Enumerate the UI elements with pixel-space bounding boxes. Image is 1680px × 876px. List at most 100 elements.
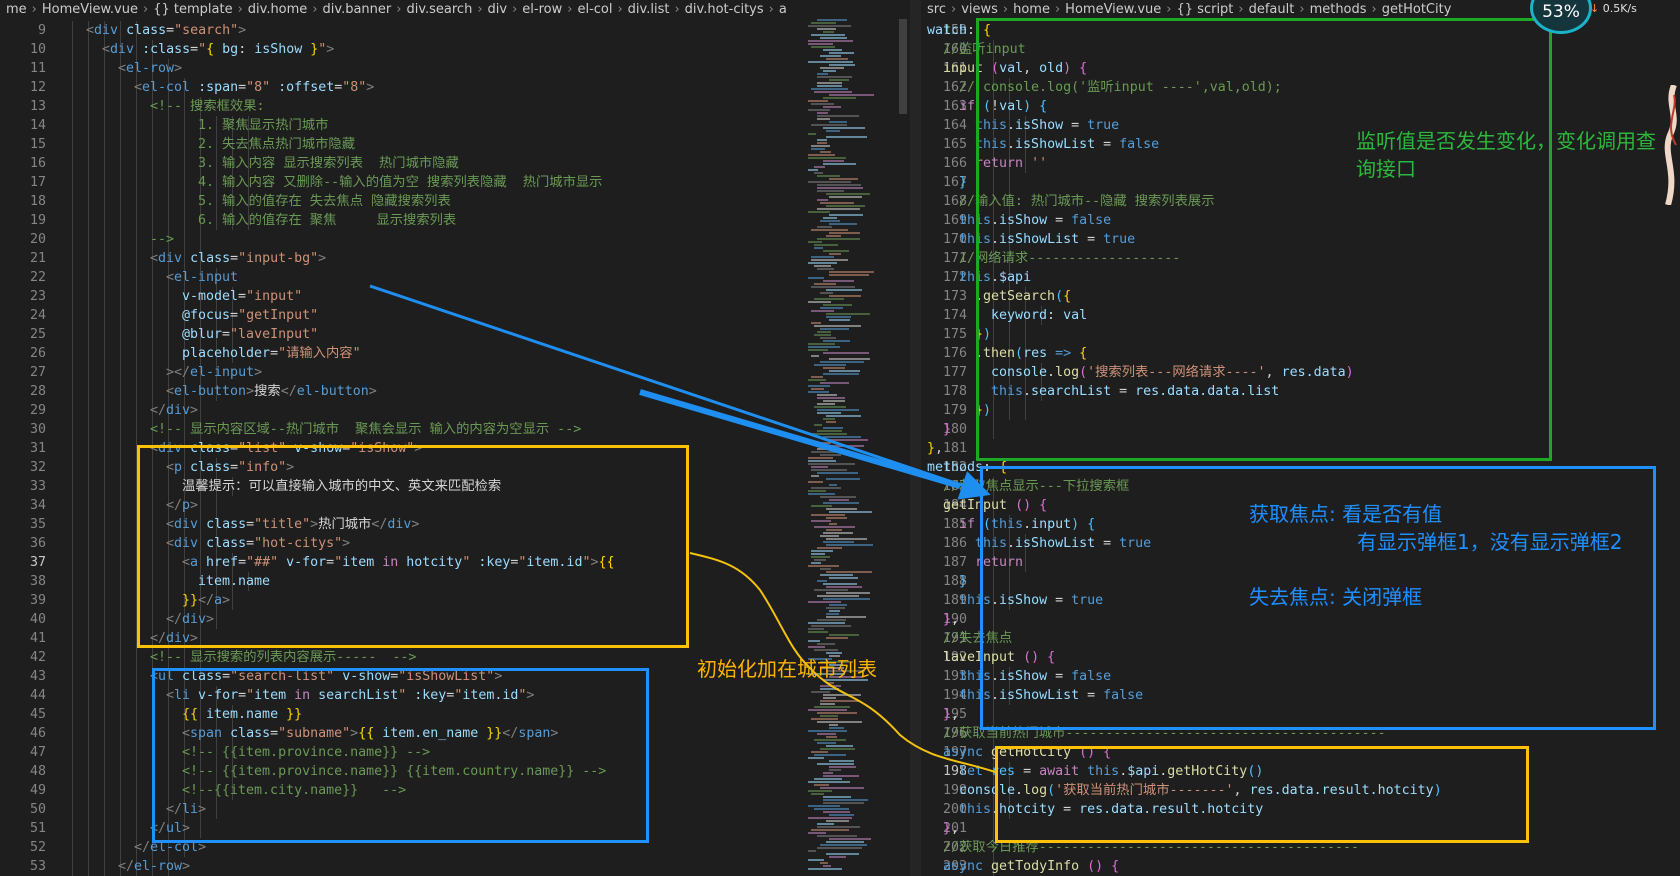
code-line[interactable]: 13<!-- 搜索框效果: <box>0 97 910 116</box>
breadcrumb-item[interactable]: {} template <box>153 2 233 17</box>
code-line[interactable]: 29</div> <box>0 401 910 420</box>
minimap-line <box>820 151 831 153</box>
breadcrumb-item[interactable]: div.search <box>406 2 473 17</box>
breadcrumb-item[interactable]: a <box>778 2 787 17</box>
right-editor-pane[interactable]: src›views›home›HomeView.vue›{} script›de… <box>921 0 1680 876</box>
breadcrumb-item[interactable]: HomeView.vue <box>41 2 138 17</box>
code-line[interactable]: 36<div class="hot-citys"> <box>0 534 910 553</box>
code-line[interactable]: 47<!-- {{item.province.name}} --> <box>0 743 910 762</box>
code-line[interactable]: 43<ul class="search-list" v-show="isShow… <box>0 667 910 686</box>
code-line[interactable]: 167} <box>921 173 1680 192</box>
breadcrumb-item[interactable]: div.banner <box>322 2 392 17</box>
minimap-line <box>820 292 833 294</box>
breadcrumb-item[interactable]: {} script <box>1176 2 1234 17</box>
code-line[interactable]: 162// console.log('监听input ----',val,old… <box>921 78 1680 97</box>
breadcrumb-item[interactable]: div.list <box>627 2 670 17</box>
minimap-line <box>823 694 861 696</box>
code-line[interactable]: 11<el-row> <box>0 59 910 78</box>
indent-guide <box>104 838 105 857</box>
code-line[interactable]: 37<a href="##" v-for="item in hotcity" :… <box>0 553 910 572</box>
breadcrumb-item[interactable]: views <box>961 2 998 17</box>
breadcrumb-item[interactable]: src <box>927 2 946 17</box>
code-line[interactable]: 39}}</a> <box>0 591 910 610</box>
breadcrumb-item[interactable]: HomeView.vue <box>1065 2 1162 17</box>
code-line[interactable]: 42<!-- 显示搜索的列表内容展示----- --> <box>0 648 910 667</box>
code-line[interactable]: 52</el-col> <box>0 838 910 857</box>
code-line[interactable]: 9<div class="search"> <box>0 21 910 40</box>
code-line[interactable]: 48<!-- {{item.province.name}} {{item.cou… <box>0 762 910 781</box>
code-line[interactable]: 27></el-input> <box>0 363 910 382</box>
code-line[interactable]: 21<div class="input-bg"> <box>0 249 910 268</box>
code-line[interactable]: 49<!--{{item.city.name}} --> <box>0 781 910 800</box>
code-line[interactable]: 202//获取今日推荐-----------------------------… <box>921 838 1680 857</box>
code-line[interactable]: 10<div :class="{ bg: isShow }"> <box>0 40 910 59</box>
indent-guide <box>104 135 105 154</box>
code-line[interactable]: 46<span class="subname">{{ item.en_name … <box>0 724 910 743</box>
code-line[interactable]: 53</el-row> <box>0 857 910 876</box>
code-line[interactable]: 22<el-input <box>0 268 910 287</box>
left-minimap[interactable] <box>808 19 898 876</box>
code-line[interactable]: 12<el-col :span="8" :offset="8"> <box>0 78 910 97</box>
editor-split-divider[interactable] <box>910 0 921 876</box>
code-line[interactable]: 34</p> <box>0 496 910 515</box>
indent-guide <box>72 762 73 781</box>
code-line[interactable]: 40</div> <box>0 610 910 629</box>
code-line[interactable]: 160//监听input <box>921 40 1680 59</box>
breadcrumb-item[interactable]: default <box>1248 2 1295 17</box>
breadcrumb-item[interactable]: el-row <box>522 2 563 17</box>
code-line[interactable]: 168//输入值: 热门城市--隐藏 搜索列表展示 <box>921 192 1680 211</box>
breadcrumb-item[interactable]: methods <box>1309 2 1367 17</box>
left-scrollbar[interactable] <box>898 19 908 876</box>
left-scrollbar-thumb[interactable] <box>899 19 907 114</box>
code-line[interactable]: 25@blur="laveInput" <box>0 325 910 344</box>
breadcrumb-item[interactable]: el-col <box>577 2 613 17</box>
breadcrumb-item[interactable]: div.hot-citys <box>684 2 764 17</box>
breadcrumb-item[interactable]: div.home <box>247 2 308 17</box>
code-line[interactable]: 20--> <box>0 230 910 249</box>
code-line[interactable]: 28<el-button>搜索</el-button> <box>0 382 910 401</box>
code-line[interactable]: 171//网络请求------------------- <box>921 249 1680 268</box>
breadcrumb-item[interactable]: home <box>1013 2 1050 17</box>
code-line[interactable]: 24@focus="getInput" <box>0 306 910 325</box>
breadcrumb-item[interactable]: getHotCity <box>1381 2 1452 17</box>
code-token: < <box>166 460 175 475</box>
code-line[interactable]: 41</div> <box>0 629 910 648</box>
breadcrumb-item[interactable]: div <box>487 2 508 17</box>
code-line[interactable]: 44<li v-for="item in searchList" :key="i… <box>0 686 910 705</box>
indent-guide <box>120 629 121 648</box>
code-line[interactable]: 51</ul> <box>0 819 910 838</box>
code-line[interactable]: 32<p class="info"> <box>0 458 910 477</box>
code-line[interactable]: 35<div class="title">热门城市</div> <box>0 515 910 534</box>
minimap-line <box>826 58 848 60</box>
code-line[interactable]: 201}, <box>921 819 1680 838</box>
breadcrumb-item[interactable]: me <box>6 2 27 17</box>
code-token: "8" <box>342 80 367 95</box>
code-text: this.isShow = false <box>959 211 1111 230</box>
indent-guide <box>1009 192 1010 211</box>
code-line[interactable]: 30<!-- 显示内容区域--热门城市 聚焦会显示 输入的内容为空显示 --> <box>0 420 910 439</box>
